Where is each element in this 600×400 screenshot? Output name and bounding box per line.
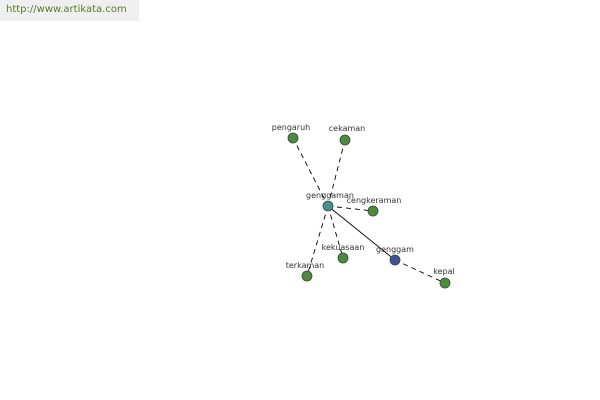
node-label-genggam[interactable]: genggam (376, 245, 414, 254)
node-label-kepal[interactable]: kepal (433, 267, 454, 276)
edge-genggaman-terkaman (306, 205, 329, 277)
node-label-kekuasaan[interactable]: kekuasaan (322, 243, 365, 252)
node-genggaman[interactable]: genggaman (306, 191, 354, 212)
node-kekuasaan[interactable]: kekuasaan (322, 243, 365, 264)
node-label-cengkeraman[interactable]: cengkeraman (347, 196, 402, 205)
edges-layer (292, 137, 446, 284)
node-cekaman[interactable]: cekaman (329, 124, 365, 146)
edge-genggaman-cekaman (327, 139, 346, 207)
edge-genggam-kepal (394, 259, 446, 284)
edge-genggaman-genggam (327, 205, 396, 261)
node-label-genggaman[interactable]: genggaman (306, 191, 354, 200)
node-dot-pengaruh[interactable] (287, 132, 299, 144)
node-dot-cengkeraman[interactable] (367, 205, 379, 217)
site-url[interactable]: http://www.artikata.com (0, 0, 139, 21)
node-genggam[interactable]: genggam (376, 245, 414, 266)
node-label-cekaman[interactable]: cekaman (329, 124, 365, 133)
node-label-terkaman[interactable]: terkaman (286, 261, 325, 270)
node-dot-genggam[interactable] (389, 254, 401, 266)
nodes-layer: genggaman pengaruh cekaman cengkeraman kekua… (272, 123, 455, 289)
node-label-pengaruh[interactable]: pengaruh (272, 123, 310, 132)
edge-genggaman-pengaruh (292, 137, 329, 207)
node-dot-genggaman[interactable] (322, 200, 334, 212)
node-dot-cekaman[interactable] (339, 134, 351, 146)
node-dot-terkaman[interactable] (301, 270, 313, 282)
edge-genggaman-kekuasaan (327, 205, 344, 259)
node-dot-kekuasaan[interactable] (337, 252, 349, 264)
node-pengaruh[interactable]: pengaruh (272, 123, 310, 144)
edge-genggaman-cengkeraman (327, 205, 374, 212)
node-cengkeraman[interactable]: cengkeraman (347, 196, 402, 217)
node-kepal[interactable]: kepal (433, 267, 455, 289)
node-dot-kepal[interactable] (439, 277, 451, 289)
node-terkaman[interactable]: terkaman (286, 261, 325, 282)
